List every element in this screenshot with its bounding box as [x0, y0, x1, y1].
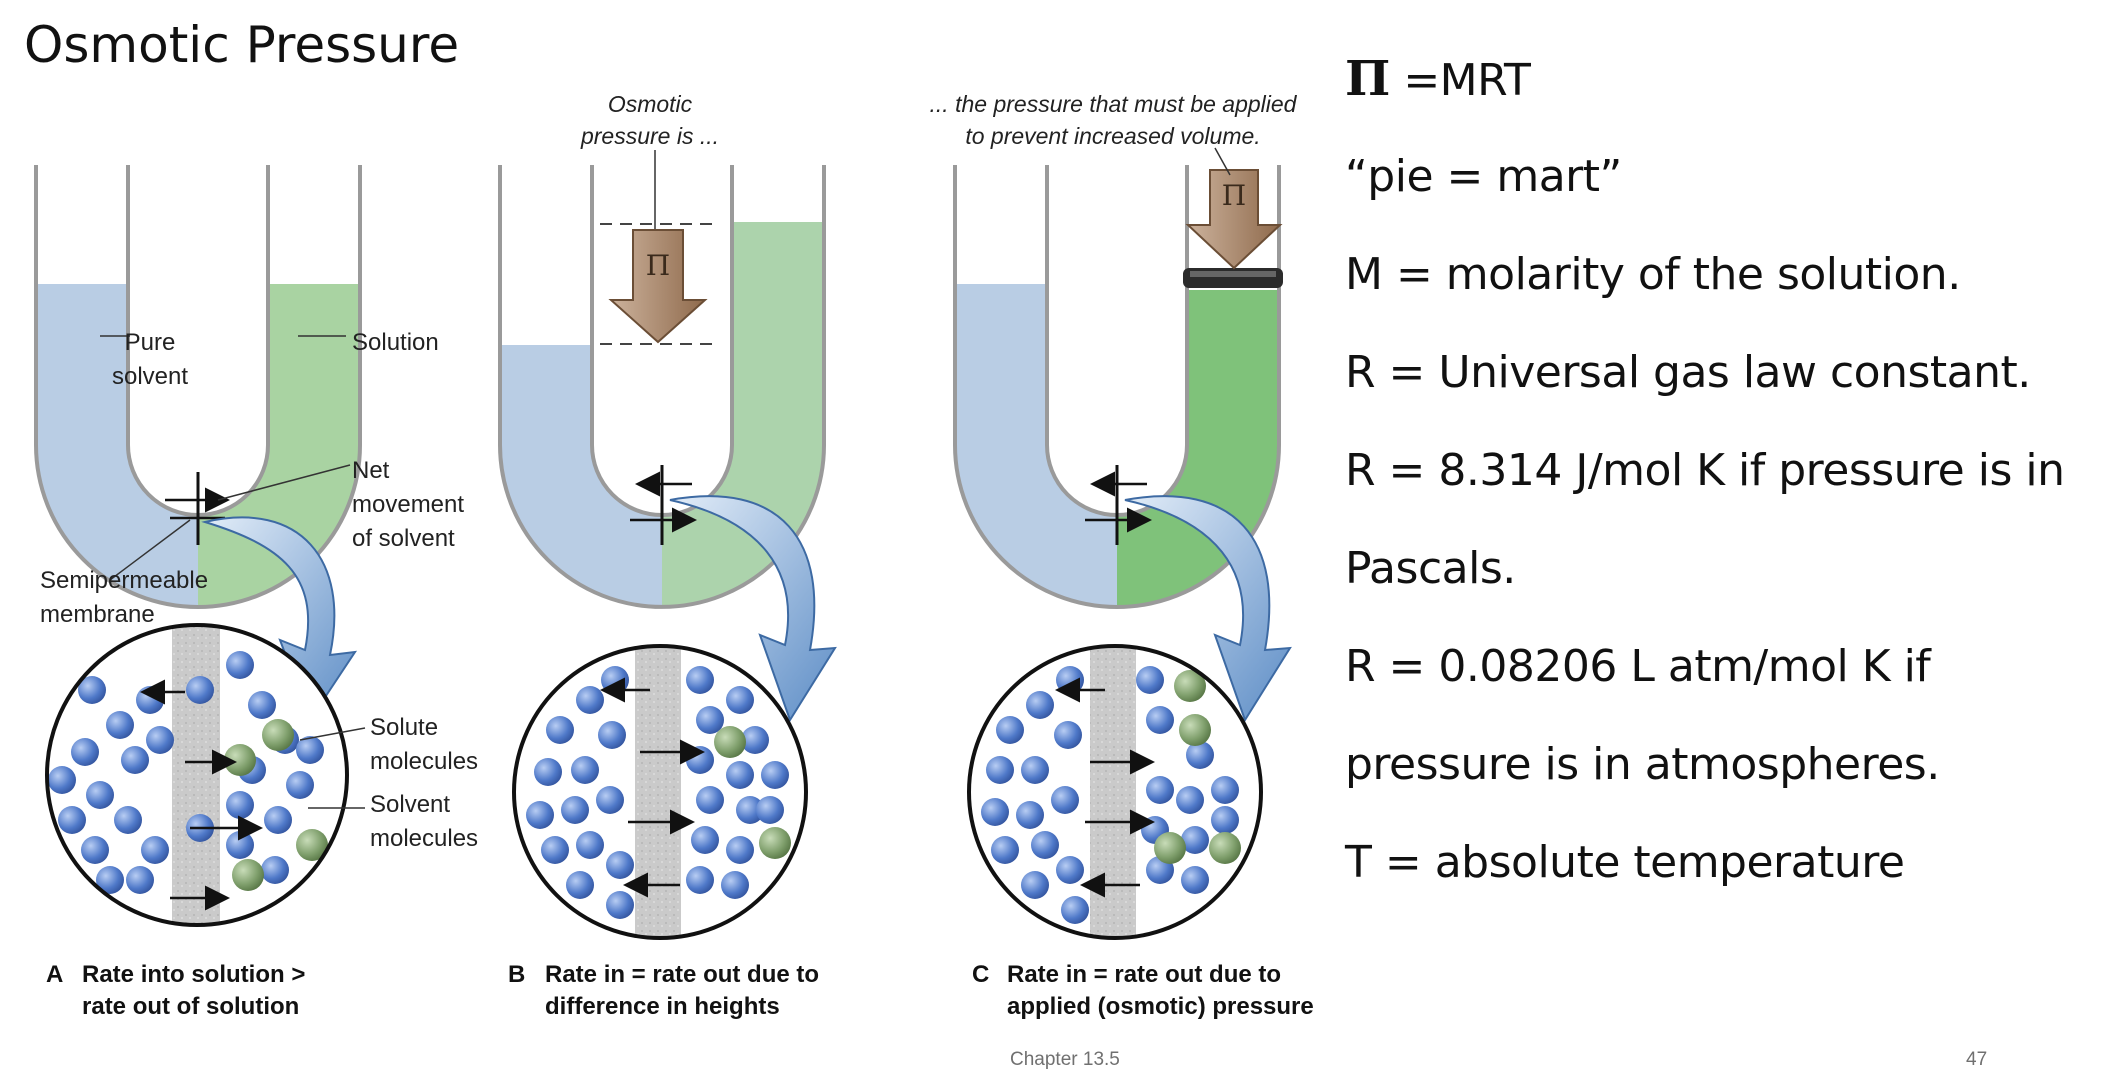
- r-atm-line-2: pressure is in atmospheres.: [1345, 739, 1940, 790]
- t-definition: T = absolute temperature: [1345, 837, 1905, 888]
- panel-c-molecule-circle: [967, 644, 1263, 940]
- chapter-footer: Chapter 13.5: [1010, 1049, 1120, 1070]
- panel-b-note-2: pressure is ...: [580, 123, 719, 149]
- r-definition: R = Universal gas law constant.: [1345, 347, 2031, 398]
- label-solute-molecules: molecules: [370, 748, 478, 775]
- panel-a-letter: A: [46, 961, 63, 988]
- osmotic-pressure-formula: Π =MRT: [1345, 30, 2115, 128]
- panel-c-note-1: ... the pressure that must be applied: [930, 91, 1298, 117]
- panel-c-caption-1: Rate in = rate out due to: [1007, 961, 1281, 988]
- panel-a-caption-2: rate out of solution: [82, 993, 299, 1020]
- panel-b-letter: B: [508, 961, 525, 988]
- figure-svg: Pure solvent Solution Net movement of so…: [34, 91, 1314, 1020]
- r-si-line-2: Pascals.: [1345, 543, 1516, 594]
- panel-b-curved-arrow: [669, 495, 837, 723]
- panel-b-caption-1: Rate in = rate out due to: [545, 961, 819, 988]
- label-membrane: membrane: [40, 601, 155, 628]
- label-of-solvent: of solvent: [352, 525, 455, 552]
- pi-symbol: Π: [1345, 51, 1390, 107]
- label-pure: Pure: [125, 329, 176, 356]
- label-solvent-molecules: molecules: [370, 825, 478, 852]
- label-solution: Solution: [352, 329, 439, 356]
- panel-a-molecule-circle: [45, 623, 366, 927]
- panel-b-note-1: Osmotic: [608, 91, 693, 117]
- panel-c-caption-2: applied (osmotic) pressure: [1007, 993, 1314, 1020]
- m-definition: M = molarity of the solution.: [1345, 249, 1961, 300]
- label-solute: Solute: [370, 714, 438, 741]
- page-number: 47: [1966, 1049, 1988, 1070]
- panel-c-curved-arrow: [1124, 495, 1292, 723]
- panel-c-pi-arrow: [1185, 169, 1283, 270]
- r-si-line-1: R = 8.314 J/mol K if pressure is in: [1345, 445, 2065, 496]
- panel-b-pi-arrow: [608, 229, 708, 344]
- osmotic-pressure-figure: Pure solvent Solution Net movement of so…: [0, 80, 1340, 1040]
- panel-c-pi-label: Π: [1222, 179, 1246, 212]
- label-semipermeable: Semipermeable: [40, 567, 208, 594]
- r-atm-line-1: R = 0.08206 L atm/mol K if: [1345, 641, 1931, 692]
- label-net: Net: [352, 457, 390, 484]
- equations-panel: Π =MRT “pie = mart” M = molarity of the …: [1345, 30, 2115, 912]
- panel-b-molecule-circle: [512, 644, 808, 940]
- label-movement: movement: [352, 491, 464, 518]
- panel-a-caption-1: Rate into solution >: [82, 961, 305, 988]
- label-solvent-word: solvent: [112, 363, 188, 390]
- formula-text: =MRT: [1389, 55, 1531, 106]
- panel-a-utube: [34, 165, 362, 609]
- mnemonic: “pie = mart”: [1345, 151, 1622, 202]
- panel-a-curved-arrow: [201, 516, 358, 723]
- panel-c-note-2: to prevent increased volume.: [965, 123, 1260, 149]
- panel-b-pi-label: Π: [646, 249, 670, 282]
- panel-b-caption-2: difference in heights: [545, 993, 780, 1020]
- slide-title: Osmotic Pressure: [24, 16, 460, 74]
- panel-c-letter: C: [972, 961, 989, 988]
- label-solvent: Solvent: [370, 791, 450, 818]
